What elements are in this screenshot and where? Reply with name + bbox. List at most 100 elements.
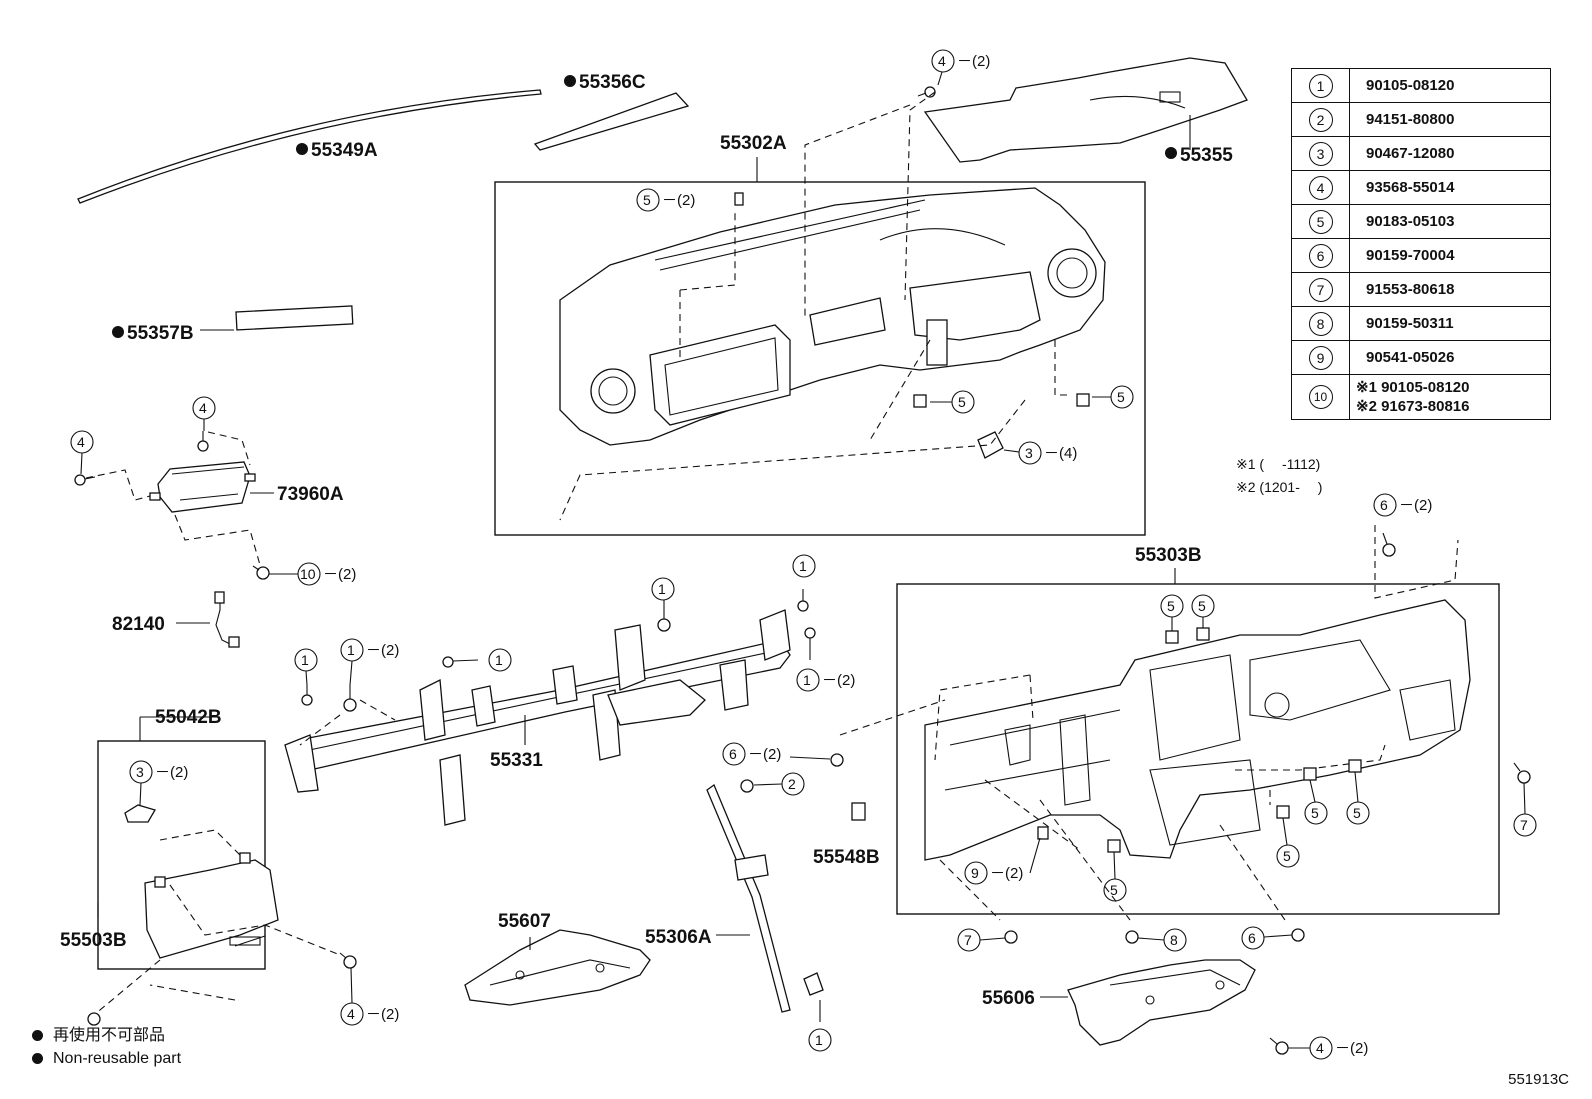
panel-strip-55357B (200, 305, 354, 331)
instrument-panel-reinforcement-55331 (284, 609, 791, 826)
svg-text:5: 5 (1311, 805, 1319, 821)
callout-4-glovebox: 4 －(2) (340, 967, 399, 1026)
svg-text:4: 4 (199, 400, 207, 416)
part-number: 93568-55014 (1349, 170, 1551, 205)
svg-text:3: 3 (1025, 445, 1033, 461)
part-number-variant-1: ※1 90105-08120 (1356, 379, 1470, 396)
parts-number-table: 1 90105-08120 2 94151-80800 3 90467-1208… (1291, 68, 1551, 420)
row-index: 5 (1308, 209, 1333, 234)
label-55356C: 55356C (564, 72, 646, 93)
label-73960A: 73960A (277, 484, 344, 505)
bolt-1-d (657, 600, 671, 632)
svg-text:－(2): －(2) (1335, 1040, 1368, 1057)
svg-text:7: 7 (1520, 817, 1528, 833)
brace-55306A (706, 779, 824, 1022)
row-index: 2 (1308, 107, 1333, 132)
svg-text:－(2): －(2) (662, 192, 695, 209)
row-index: 6 (1308, 243, 1333, 268)
legend-jp-text: 再使用不可部品 (53, 1027, 166, 1044)
callout-4-left-a: 4 (70, 430, 94, 475)
svg-text:5: 5 (643, 192, 651, 208)
wire-82140 (176, 591, 240, 648)
label-55302A-text: 55302A (720, 133, 787, 154)
non-reusable-dot-icon (32, 1053, 43, 1065)
part-number: 90159-70004 (1349, 238, 1551, 273)
svg-text:1: 1 (799, 558, 807, 574)
callout-5-top: 5 －(2) (636, 188, 695, 212)
group-box-55303B (896, 583, 1500, 915)
bracket-55548B (851, 802, 866, 821)
row-index: 8 (1308, 311, 1333, 336)
bolt-6-bottom (1291, 928, 1305, 942)
svg-text:1: 1 (803, 672, 811, 688)
clip-5-b5 (1276, 805, 1290, 819)
label-55303B: 55303B (1135, 545, 1202, 566)
callout-6-brace: 6 －(2) (722, 742, 831, 766)
bolt-4-a (74, 474, 96, 486)
svg-text:5: 5 (958, 394, 966, 410)
callout-6-bottom: 6 (1241, 926, 1293, 950)
label-55349A: 55349A (296, 140, 378, 161)
group-box-55042B (97, 740, 266, 970)
instrument-panel-55302A (559, 187, 1106, 446)
svg-text:－(2): －(2) (1399, 497, 1432, 514)
clip-5-b2 (1196, 627, 1210, 641)
bolt-1-c (442, 656, 479, 668)
bolt-6-b (1382, 532, 1396, 557)
svg-text:6: 6 (729, 746, 737, 762)
svg-text:－(4): －(4) (1044, 445, 1077, 462)
table-row: 9 90541-05026 (1291, 340, 1551, 375)
hinge-3 (124, 804, 156, 823)
under-cover-55607 (464, 929, 651, 1006)
figure-code: 551913C (1508, 1071, 1569, 1088)
svg-text:－(2): －(2) (990, 865, 1023, 882)
label-55356C-text: 55356C (579, 72, 646, 93)
svg-text:－(2): －(2) (822, 672, 855, 689)
row-index: 10 (1308, 385, 1333, 409)
label-55548B: 55548B (813, 847, 880, 868)
part-number-variant-2: ※2 91673-80816 (1356, 398, 1470, 415)
bolt-6-upper (830, 753, 844, 767)
svg-text:4: 4 (77, 434, 85, 450)
svg-text:4: 4 (1316, 1040, 1324, 1056)
part-number: 91553-80618 (1349, 272, 1551, 307)
windshield-moulding-strip (77, 89, 542, 204)
row-index: 1 (1308, 73, 1333, 98)
label-55355-text: 55355 (1180, 145, 1233, 166)
svg-text:1: 1 (658, 581, 666, 597)
label-55331: 55331 (490, 750, 543, 771)
svg-text:1: 1 (301, 652, 309, 668)
svg-text:4: 4 (938, 53, 946, 69)
row-index: 4 (1308, 175, 1333, 200)
svg-text:1: 1 (815, 1032, 823, 1048)
label-55606: 55606 (982, 988, 1035, 1009)
svg-text:－(2): －(2) (957, 53, 990, 70)
glove-box-55503B (144, 852, 279, 959)
upper-dash-cover-55355 (917, 57, 1248, 163)
svg-text:1: 1 (347, 642, 355, 658)
part-number: 90105-08120 (1349, 68, 1551, 103)
row-index: 3 (1308, 141, 1333, 166)
callout-2-brace: 2 (753, 772, 805, 796)
lower-instrument-panel-55303B (924, 599, 1471, 861)
svg-text:7: 7 (964, 932, 972, 948)
callout-5-b3: 5 (1304, 779, 1328, 825)
table-row: 3 90467-12080 (1291, 136, 1551, 171)
group-box-55302A (494, 181, 1146, 536)
nut-9 (1037, 826, 1049, 840)
label-55042B: 55042B (155, 707, 222, 728)
clip-5-inside-1 (734, 192, 744, 206)
table-row: 1 90105-08120 (1291, 68, 1551, 103)
table-row: 10 ※1 90105-08120 ※2 91673-80816 (1291, 374, 1551, 420)
table-row: 5 90183-05103 (1291, 204, 1551, 239)
bolt-7-right (1513, 762, 1531, 784)
label-55357B: 55357B (112, 323, 194, 344)
row-index: 9 (1308, 345, 1333, 370)
svg-text:5: 5 (1117, 389, 1125, 405)
callout-7-bottom: 7 (957, 928, 1006, 952)
clip-5-b6 (1107, 839, 1121, 853)
svg-text:5: 5 (1167, 598, 1175, 614)
bolt-1-b (343, 685, 357, 712)
bolt-4-bottom (1269, 1037, 1289, 1055)
